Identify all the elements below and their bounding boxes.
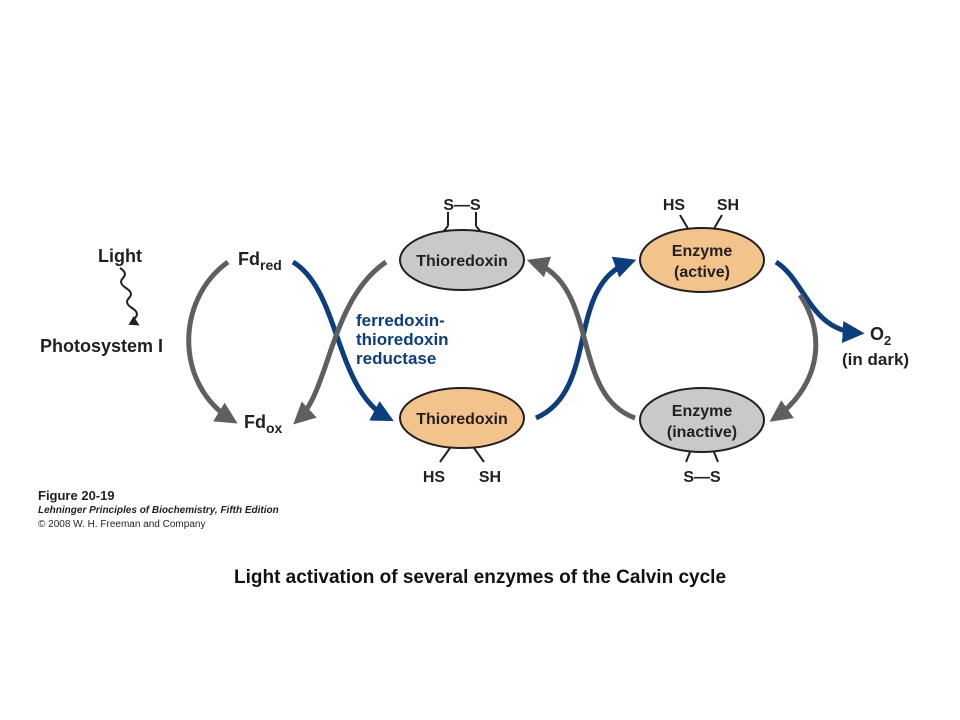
enzyme-active-state: (active) [674, 264, 730, 281]
enzyme-inactive-label: Enzyme [672, 403, 733, 420]
thioredoxin-reduced-label: Thioredoxin [416, 411, 508, 428]
photosystem-label: Photosystem I [40, 336, 163, 356]
enzyme-inactive-state: (inactive) [667, 424, 737, 441]
enzyme-active: HS SH Enzyme (active) [639, 197, 765, 293]
oxygen-label: O2 [870, 324, 891, 348]
thioredoxin-reduced-sh: SH [479, 469, 501, 486]
enzyme-active-sh: SH [717, 197, 739, 214]
fd-red-label: Fdred [238, 249, 282, 273]
enzyme-inactivation-gray-arrow [769, 293, 819, 422]
figure-copyright: © 2008 W. H. Freeman and Company [38, 519, 206, 530]
thioredoxin-oxidized-label: Thioredoxin [416, 253, 508, 270]
enzyme-inactive: Enzyme (inactive) S—S [639, 387, 765, 486]
thioredoxin-oxidized: S—S Thioredoxin [399, 197, 525, 291]
in-dark-label: (in dark) [842, 350, 909, 369]
fd-to-thioredoxin-blue-arrow [291, 259, 394, 422]
light-squiggle-arrow [119, 267, 140, 326]
enzyme-to-oxygen-blue-arrow [774, 259, 865, 344]
enzyme-inactive-bond: S—S [683, 469, 721, 486]
calvin-activation-diagram: S—S Thioredoxin Thioredoxin HS SH HS SH … [40, 197, 909, 486]
enzyme-to-thioredoxin-gray-arrow [526, 256, 636, 421]
thioredoxin-oxidized-bond: S—S [443, 197, 481, 214]
thioredoxin-to-fd-gray-arrow [293, 259, 388, 425]
enzyme-active-hs: HS [663, 197, 686, 214]
thioredoxin-reduced-hs: HS [423, 469, 446, 486]
figure-caption: Figure 20-19 Lehninger Principles of Bio… [38, 487, 279, 532]
fd-ox-label: Fdox [244, 412, 283, 436]
thioredoxin-reduced: Thioredoxin HS SH [399, 387, 525, 486]
ferredoxin-thioredoxin-reductase-label: ferredoxin- thioredoxin reductase [356, 311, 453, 368]
slide-caption: Light activation of several enzymes of t… [233, 567, 727, 588]
light-label: Light [98, 246, 142, 266]
enzyme-active-label: Enzyme [672, 243, 733, 260]
fd-cycle-gray-arrow [186, 259, 238, 424]
figure-number: Figure 20-19 [38, 488, 115, 503]
figure-book-title: Lehninger Principles of Biochemistry, Fi… [38, 505, 279, 516]
